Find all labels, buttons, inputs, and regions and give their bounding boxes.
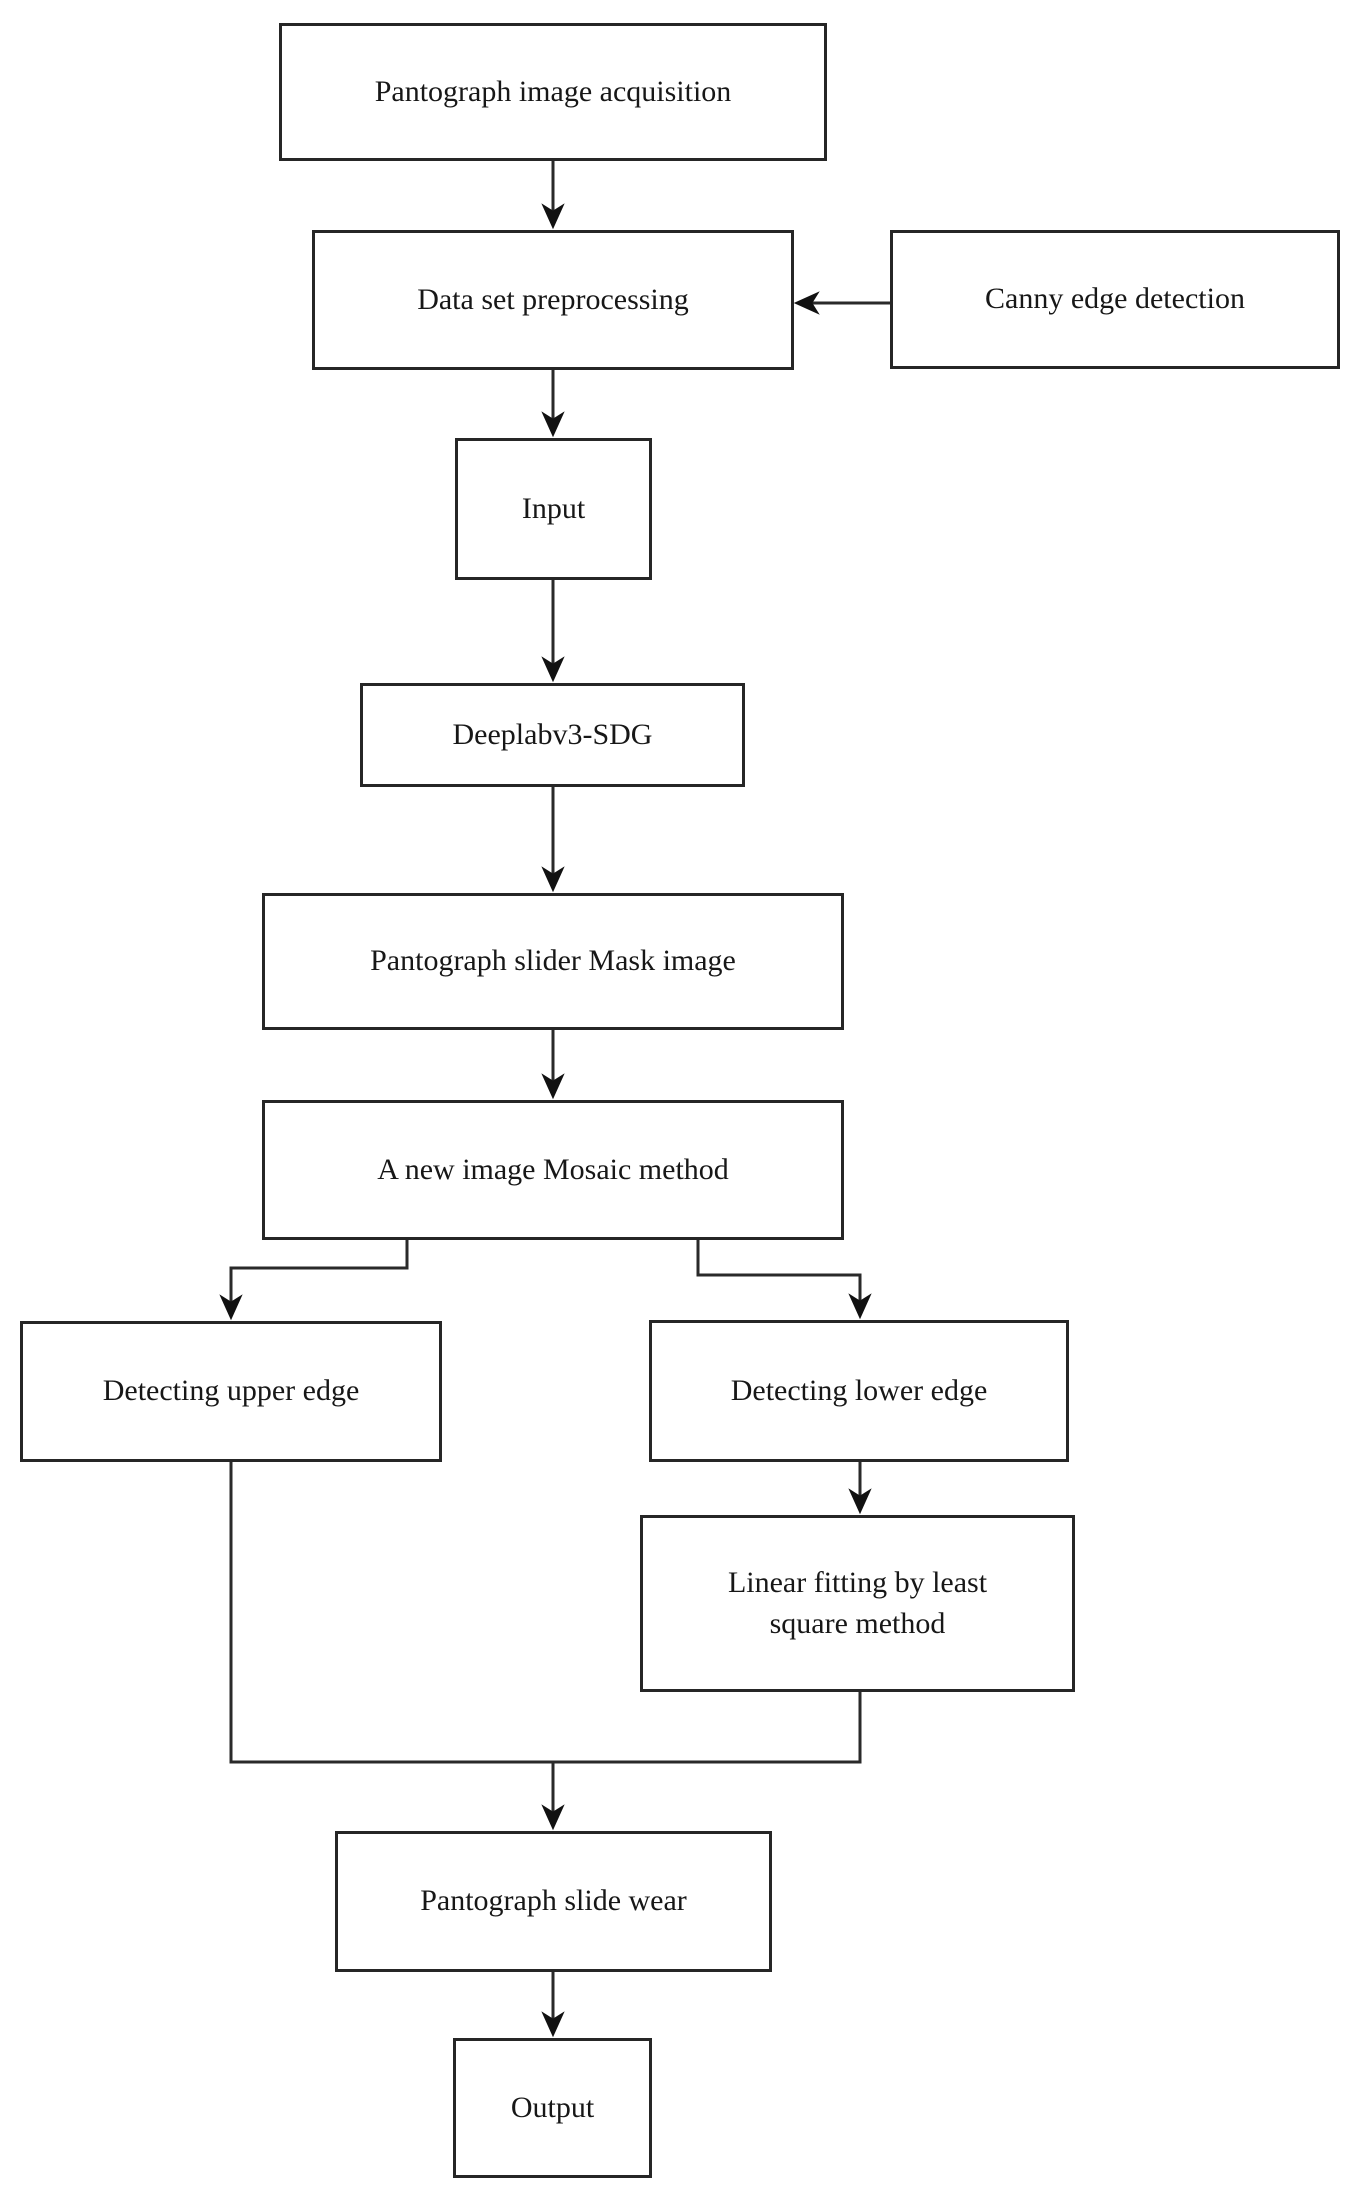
node-linear-fitting-least-square: Linear fitting by least square method bbox=[640, 1515, 1075, 1692]
node-label: Pantograph slide wear bbox=[420, 1884, 687, 1918]
edge-mosaic-upper bbox=[219, 1240, 409, 1321]
node-label: Input bbox=[521, 491, 586, 525]
node-deeplabv3-sdg: Deeplabv3-SDG bbox=[360, 683, 745, 787]
node-label: Pantograph slider Mask image bbox=[370, 944, 736, 978]
node-new-image-mosaic-method: A new image Mosaic method bbox=[262, 1100, 844, 1240]
node-pantograph-image-acquisition: Pantograph image acquisition bbox=[279, 23, 827, 161]
node-pantograph-slide-wear: Pantograph slide wear bbox=[335, 1831, 772, 1972]
node-label: Deeplabv3-SDG bbox=[452, 717, 653, 751]
node-output: Output bbox=[453, 2038, 652, 2178]
node-detecting-upper-edge: Detecting upper edge bbox=[20, 1321, 442, 1462]
node-detecting-lower-edge: Detecting lower edge bbox=[649, 1320, 1069, 1462]
node-label: Linear fitting by least square method bbox=[727, 1566, 988, 1640]
edge-mosaic-lower bbox=[696, 1240, 872, 1320]
node-canny-edge-detection: Canny edge detection bbox=[890, 230, 1340, 369]
node-label: Detecting upper edge bbox=[102, 1374, 360, 1408]
node-label: A new image Mosaic method bbox=[377, 1152, 729, 1186]
node-pantograph-slider-mask-image: Pantograph slider Mask image bbox=[262, 893, 844, 1030]
edge-merge-lines bbox=[229, 1462, 862, 1764]
node-label: Canny edge detection bbox=[985, 282, 1245, 316]
node-label: Detecting lower edge bbox=[730, 1373, 988, 1407]
node-label: Pantograph image acquisition bbox=[374, 74, 732, 108]
node-input: Input bbox=[455, 438, 652, 580]
node-data-set-preprocessing: Data set preprocessing bbox=[312, 230, 794, 370]
node-label: Data set preprocessing bbox=[417, 282, 689, 316]
node-label: Output bbox=[510, 2090, 595, 2124]
